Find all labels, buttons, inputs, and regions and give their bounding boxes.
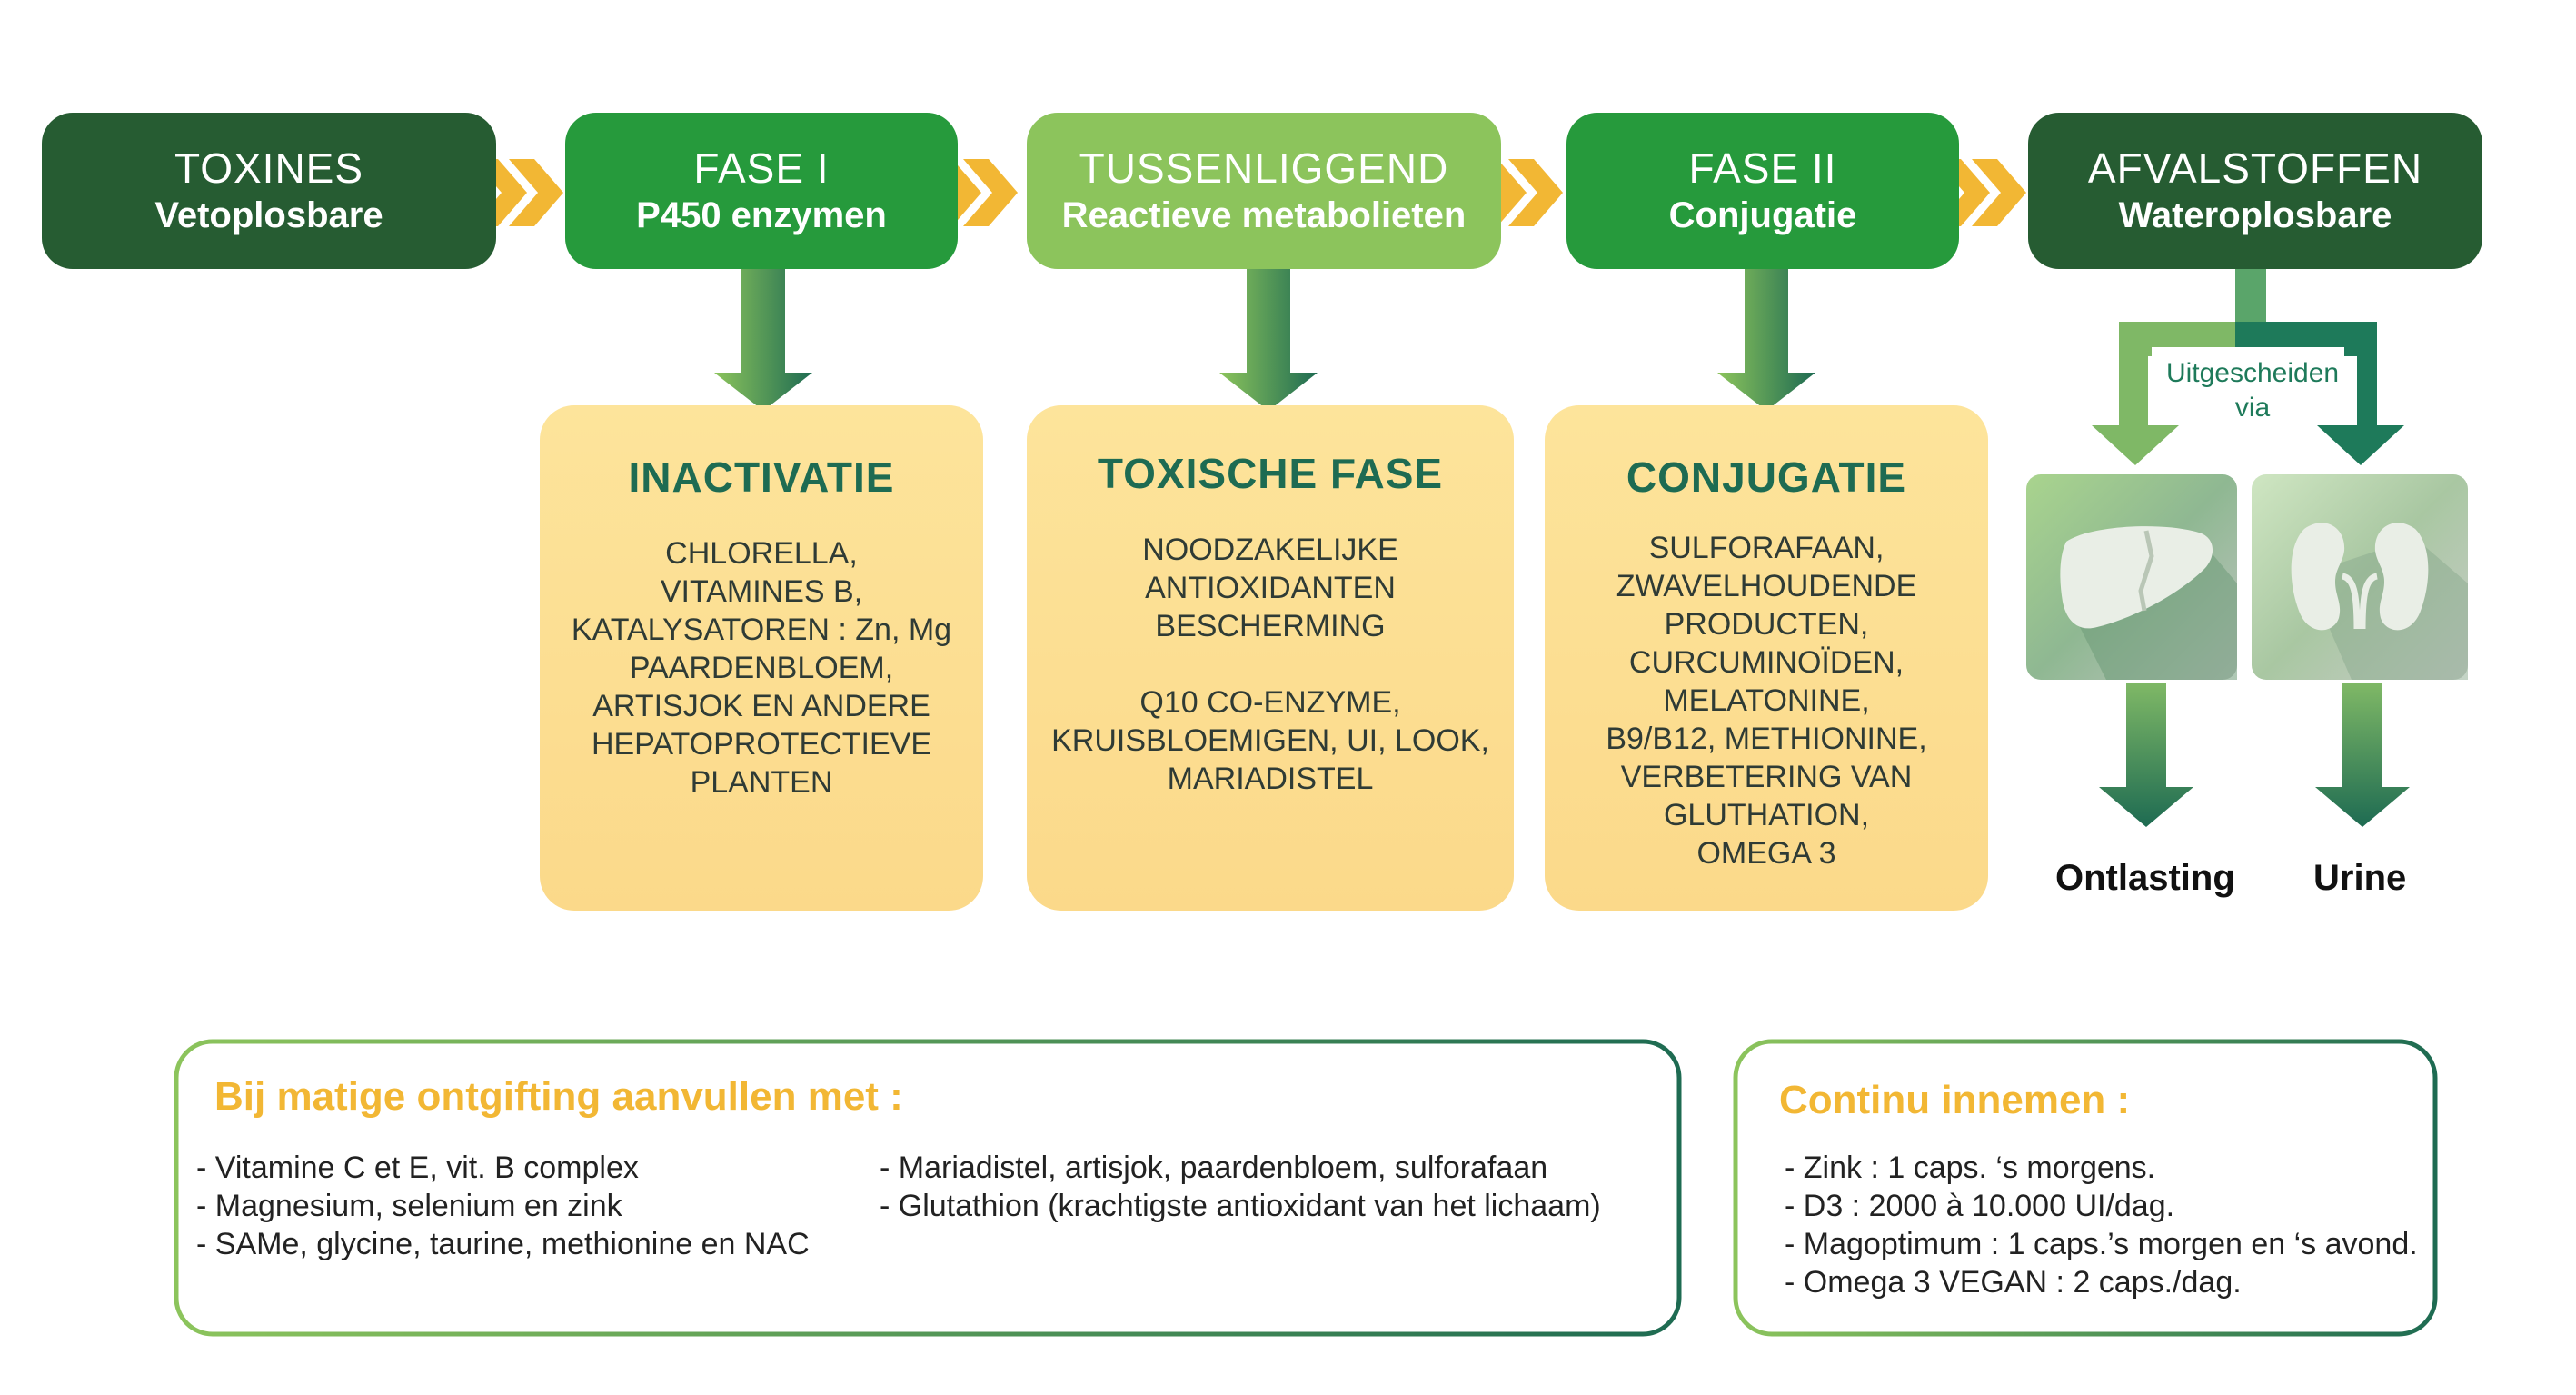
split-arrow-excretion <box>2092 269 2404 465</box>
card-line: HEPATOPROTECTIEVE <box>591 727 932 762</box>
supplement-item: - SAMe, glycine, taurine, methionine en … <box>196 1227 810 1261</box>
phase-subtitle: Wateroplosbare <box>2118 195 2392 235</box>
phase-subtitle: Conjugatie <box>1668 195 1857 235</box>
card-body: NOODZAKELIJKE ANTIOXIDANTEN BESCHERMING … <box>1027 531 1514 798</box>
phase-subtitle: Vetoplosbare <box>154 195 383 235</box>
card-line: ANTIOXIDANTEN <box>1145 571 1396 605</box>
down-arrow-urine <box>2315 683 2410 827</box>
via-label-line: via <box>2234 393 2271 423</box>
continuous-item: - Omega 3 VEGAN : 2 caps./dag. <box>1785 1265 2242 1300</box>
supplement-item: - Vitamine C et E, vit. B complex <box>196 1151 639 1185</box>
card-toxische-fase: TOXISCHE FASE NOODZAKELIJKE ANTIOXIDANTE… <box>1027 405 1514 911</box>
card-line: SULFORAFAAN, <box>1648 531 1885 565</box>
card-line: GLUTHATION, <box>1663 798 1870 832</box>
card-line: KATALYSATOREN : Zn, Mg <box>571 613 952 647</box>
phase-subtitle: Reactieve metabolieten <box>1061 195 1467 235</box>
card-body: CHLORELLA, VITAMINES B, KATALYSATOREN : … <box>540 534 983 802</box>
continuous-item: - Magoptimum : 1 caps.’s morgen en ‘s av… <box>1785 1227 2418 1261</box>
phase-fase-2: FASE II Conjugatie <box>1566 113 1959 269</box>
card-line: Q10 CO-ENZYME, <box>1139 685 1401 720</box>
continuous-box: Continu innemen : - Zink : 1 caps. ‘s mo… <box>1737 1043 2433 1332</box>
card-line: VERBETERING VAN <box>1620 760 1913 794</box>
card-line: PAARDENBLOEM, <box>629 651 894 685</box>
card-line: BESCHERMING <box>1155 609 1386 643</box>
excretion-label-ontlasting: Ontlasting <box>2055 858 2235 898</box>
down-arrow-ontlasting <box>2099 683 2193 827</box>
card-inactivatie: INACTIVATIE CHLORELLA, VITAMINES B, KATA… <box>540 405 983 911</box>
card-line: PLANTEN <box>690 765 833 800</box>
chevron-arrow-4 <box>1935 159 2026 226</box>
card-line <box>1027 645 1514 683</box>
card-line: VITAMINES B, <box>660 574 863 609</box>
phase-title: FASE I <box>693 144 830 192</box>
card-line: KRUISBLOEMIGEN, UI, LOOK, <box>1051 723 1489 758</box>
supplement-item: - Glutathion (krachtigste antioxidant va… <box>880 1189 1601 1223</box>
phase-tussenliggend: TUSSENLIGGEND Reactieve metabolieten <box>1027 113 1501 269</box>
supplement-item: - Mariadistel, artisjok, paardenbloem, s… <box>880 1151 1548 1185</box>
liver-icon <box>2060 526 2237 680</box>
card-body: SULFORAFAAN, ZWAVELHOUDENDE PRODUCTEN, C… <box>1545 529 1988 872</box>
phase-subtitle: P450 enzymen <box>636 195 887 235</box>
continuous-box-border <box>1733 1039 2438 1337</box>
organ-kidney <box>2252 474 2468 680</box>
card-line: OMEGA 3 <box>1696 836 1836 871</box>
card-heading: CONJUGATIE <box>1626 453 1907 501</box>
card-line: NOODZAKELIJKE <box>1142 533 1398 567</box>
excretion-label-urine: Urine <box>2313 858 2407 898</box>
card-line: MELATONINE, <box>1663 683 1870 718</box>
card-line: CHLORELLA, <box>665 536 858 571</box>
via-label-line: Uitgescheiden <box>2165 358 2340 388</box>
down-arrow-fase1 <box>714 269 812 411</box>
chevron-arrow-1 <box>472 159 563 226</box>
phase-toxines: TOXINES Vetoplosbare <box>42 113 496 269</box>
continuous-item: - Zink : 1 caps. ‘s morgens. <box>1785 1151 2156 1185</box>
supplement-box-title: Bij matige ontgifting aanvullen met : <box>214 1074 903 1119</box>
card-heading: INACTIVATIE <box>628 453 895 501</box>
card-line: B9/B12, METHIONINE, <box>1606 722 1927 756</box>
card-heading: TOXISCHE FASE <box>1097 450 1444 497</box>
phase-fase-1: FASE I P450 enzymen <box>565 113 958 269</box>
card-conjugatie: CONJUGATIE SULFORAFAAN, ZWAVELHOUDENDE P… <box>1545 405 1988 911</box>
card-line: PRODUCTEN, <box>1664 607 1869 642</box>
supplement-box: Bij matige ontgifting aanvullen met : - … <box>178 1043 1677 1332</box>
phase-title: AFVALSTOFFEN <box>2087 144 2423 192</box>
supplement-item: - Magnesium, selenium en zink <box>196 1189 622 1223</box>
down-arrow-tussenliggend <box>1219 269 1318 411</box>
card-line: ARTISJOK EN ANDERE <box>592 689 930 723</box>
phase-afvalstoffen: AFVALSTOFFEN Wateroplosbare <box>2028 113 2482 269</box>
supplement-box-border <box>174 1039 1682 1337</box>
via-label: Uitgescheiden via <box>2148 356 2357 425</box>
continuous-box-title: Continu innemen : <box>1779 1078 2131 1122</box>
card-line: MARIADISTEL <box>1167 762 1374 796</box>
phase-title: TUSSENLIGGEND <box>1079 144 1449 192</box>
card-line: CURCUMINOÏDEN, <box>1628 645 1905 680</box>
down-arrow-fase2 <box>1717 269 1815 411</box>
continuous-item: - D3 : 2000 à 10.000 UI/dag. <box>1785 1189 2175 1223</box>
phase-title: TOXINES <box>174 144 364 192</box>
phase-title: FASE II <box>1688 144 1837 192</box>
card-line: ZWAVELHOUDENDE <box>1616 569 1917 603</box>
kidney-icon <box>2291 523 2468 680</box>
organ-liver <box>2026 474 2237 680</box>
